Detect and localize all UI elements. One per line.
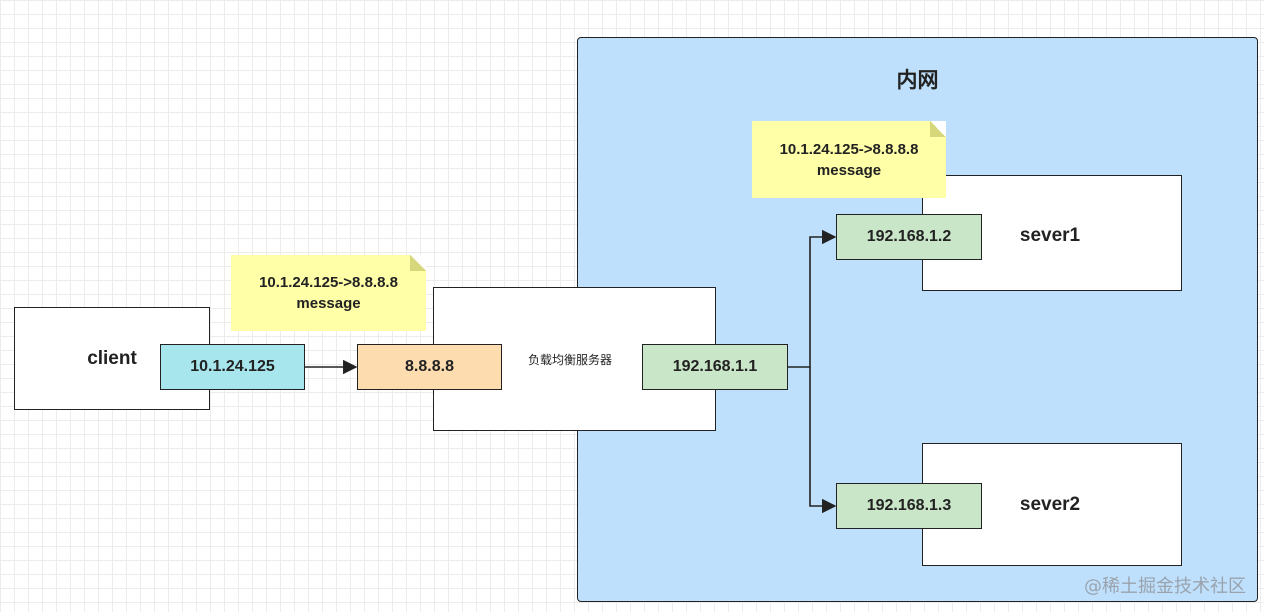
intranet-title: 内网 [896, 68, 939, 92]
message-note-1-text: message [296, 295, 361, 312]
note-fold-icon [930, 121, 946, 137]
message-note-1-route: 10.1.24.125->8.8.8.8 [259, 274, 398, 291]
server1-ip: 192.168.1.2 [836, 214, 982, 260]
note-fold-icon [410, 255, 426, 271]
arrow-lb-to-server1 [788, 229, 837, 368]
arrow-lb-to-server2 [809, 367, 837, 514]
load-balancer-label: 负载均衡服务器 [528, 353, 613, 367]
client-label: client [87, 348, 137, 369]
watermark: @稀土掘金技术社区 [1084, 576, 1246, 597]
server1-label: sever1 [1019, 225, 1081, 246]
load-balancer-private-ip: 192.168.1.1 [642, 344, 788, 390]
server2-label: sever2 [1019, 494, 1081, 515]
message-note-1: 10.1.24.125->8.8.8.8 message [231, 255, 426, 331]
message-note-2-text: message [816, 161, 882, 179]
client-ip: 10.1.24.125 [160, 344, 305, 390]
server2-ip: 192.168.1.3 [836, 483, 982, 529]
load-balancer-public-ip: 8.8.8.8 [357, 344, 502, 390]
message-note-2: 10.1.24.125->8.8.8.8 message [752, 121, 946, 198]
message-note-2-route: 10.1.24.125->8.8.8.8 [779, 140, 919, 158]
